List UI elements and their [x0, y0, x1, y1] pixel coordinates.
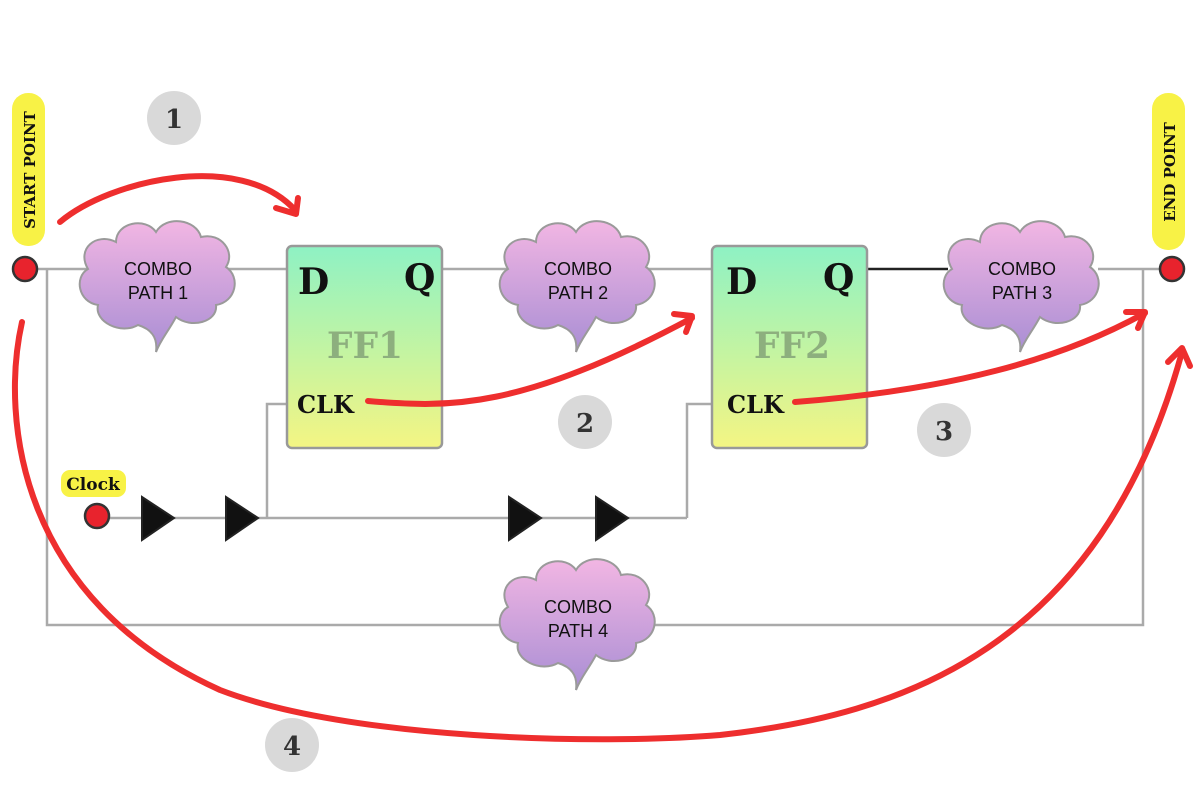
end-point-label: END POINT — [1152, 93, 1185, 250]
path-3-arrow — [792, 310, 1148, 405]
ff1-q-pin: Q — [404, 257, 435, 299]
buffer-icon — [508, 495, 543, 542]
ff1-name: FF1 — [327, 325, 403, 367]
path-number-4: 4 — [283, 732, 301, 762]
buffer-icon — [141, 495, 176, 542]
ff2-name: FF2 — [754, 325, 830, 367]
end-point-node — [1158, 255, 1186, 283]
cloud-text-2a: COMBO — [544, 259, 612, 279]
start-point-node — [11, 255, 39, 283]
combo-path-1-cloud: COMBO PATH 1 — [78, 220, 236, 354]
clock-label: Clock — [61, 470, 126, 497]
combo-path-4-cloud: COMBO PATH 4 — [498, 558, 656, 691]
end-point-text: END POINT — [1161, 121, 1179, 221]
clock-text: Clock — [66, 475, 121, 495]
cloud-text-3b: PATH 3 — [992, 283, 1052, 303]
ff2-block: D Q FF2 CLK — [710, 244, 869, 450]
buffer-icon — [595, 495, 630, 542]
timing-path-arrows — [12, 173, 1193, 743]
path-number-2-badge: 2 — [558, 395, 612, 449]
path-1-arrow — [57, 173, 298, 225]
path-4-arrowhead — [1165, 345, 1193, 369]
cloud-text-3a: COMBO — [988, 259, 1056, 279]
ff2-clk-pin: CLK — [727, 390, 785, 419]
combo-path-3-cloud: COMBO PATH 3 — [942, 220, 1100, 354]
ff1-d-pin: D — [298, 261, 329, 303]
start-point-text: START POINT — [21, 110, 39, 228]
path-2-arrow — [365, 315, 695, 407]
path-number-2: 2 — [576, 409, 594, 439]
ff2-q-pin: Q — [823, 257, 854, 299]
combo-path-2-cloud: COMBO PATH 2 — [498, 220, 656, 354]
path-number-4-badge: 4 — [265, 718, 319, 772]
clock-node — [83, 502, 111, 530]
path-number-1: 1 — [165, 105, 183, 135]
wire-clk-ff1 — [265, 402, 287, 518]
ff1-clk-pin: CLK — [297, 390, 355, 419]
cloud-text-1b: PATH 1 — [128, 283, 188, 303]
cloud-text-4a: COMBO — [544, 597, 612, 617]
path-number-3-badge: 3 — [917, 403, 971, 457]
cloud-text-2b: PATH 2 — [548, 283, 608, 303]
wire-clk-ff2 — [685, 402, 712, 518]
path-2-arrowhead — [671, 311, 695, 335]
path-number-3: 3 — [935, 417, 953, 447]
path-3-arrowhead — [1123, 309, 1148, 331]
ff1-block: D Q FF1 CLK — [285, 244, 444, 450]
ff2-d-pin: D — [726, 261, 757, 303]
cloud-text-1a: COMBO — [124, 259, 192, 279]
clock-buffers — [141, 495, 630, 542]
path-1-arrowhead — [273, 195, 301, 217]
path-number-1-badge: 1 — [147, 91, 201, 145]
start-point-label: START POINT — [12, 93, 45, 246]
cloud-text-4b: PATH 4 — [548, 621, 608, 641]
path-4-arrow — [12, 319, 1185, 743]
buffer-icon — [225, 495, 260, 542]
